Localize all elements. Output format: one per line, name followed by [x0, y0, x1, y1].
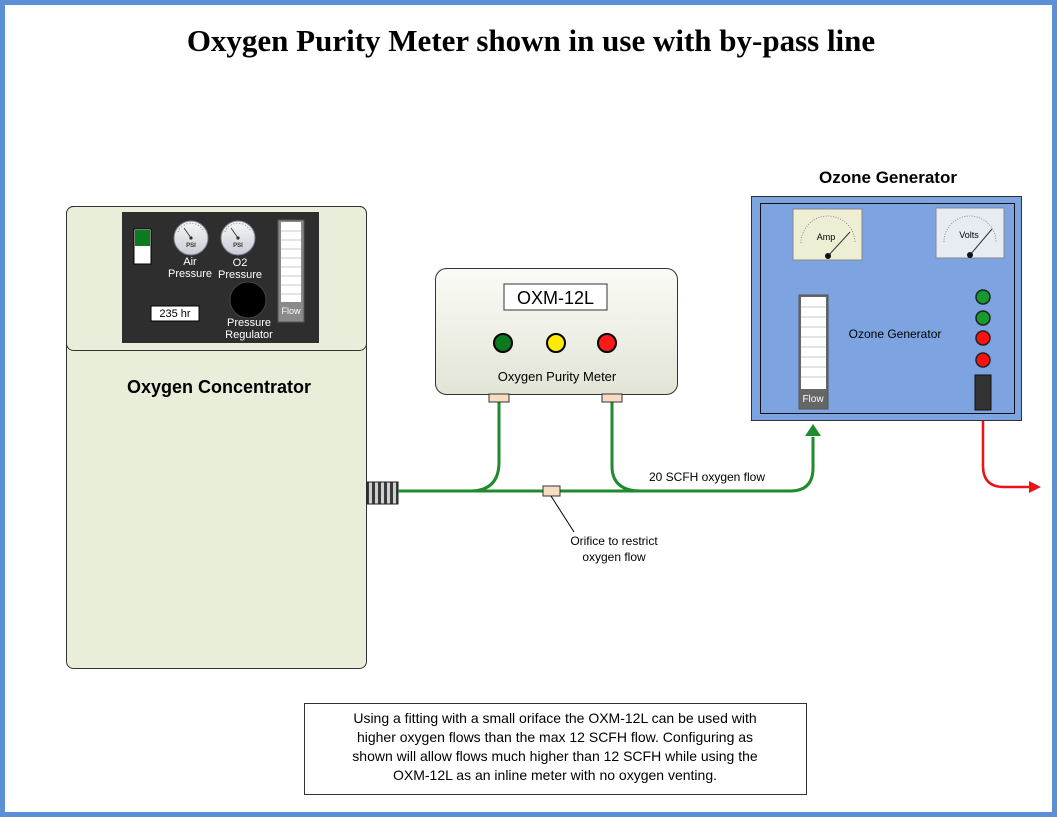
concentrator-flowmeter: Flow [277, 219, 305, 323]
meter-label: Oxygen Purity Meter [498, 369, 617, 384]
ozone-inner-label: Ozone Generator [849, 327, 942, 341]
meter-body [435, 268, 678, 395]
orifice-callout-line [550, 495, 575, 533]
ozone-output-arrow [1029, 481, 1041, 493]
ozone-leds [975, 289, 991, 368]
ozone-generator: Ozone Generator Amp Volts [751, 168, 1022, 421]
air-gauge-unit: PSI [186, 243, 196, 249]
o2-pressure-label-1: O2 [233, 257, 248, 269]
flow-rate-label: 20 SCFH oxygen flow [649, 470, 765, 484]
ozone-flow-label: Flow [802, 394, 824, 405]
meter-outlet-port [601, 393, 623, 403]
hour-meter-value: 235 hr [159, 308, 191, 320]
meter-led-1 [493, 333, 513, 353]
air-pressure-label-1: Air [183, 256, 197, 268]
meter-led-2 [546, 333, 566, 353]
ozone-led-3 [975, 330, 991, 346]
volts-label: Volts [959, 230, 979, 240]
air-pressure-label-2: Pressure [168, 268, 212, 280]
note-box: Using a fitting with a small oriface the… [304, 703, 807, 795]
oxygen-outlet-fitting [366, 481, 399, 505]
ozone-led-4 [975, 352, 991, 368]
oxygen-concentrator: Oxygen Concentrator PSI Air Pressure PSI… [66, 206, 399, 669]
ozone-output-line [981, 421, 1030, 489]
ozone-inlet-arrow [805, 424, 821, 436]
volt-meter: Volts [935, 207, 1005, 259]
hour-meter [150, 305, 200, 322]
amp-label: Amp [817, 232, 836, 242]
meter-outlet-line [610, 402, 642, 493]
air-pressure-gauge: PSI [173, 220, 209, 256]
pressure-regulator-knob[interactable] [229, 281, 267, 319]
o2-gauge-unit: PSI [233, 243, 243, 249]
orifice-fitting [542, 485, 561, 497]
ozone-led-1 [975, 289, 991, 305]
note-line-2: higher oxygen flows than the max 12 SCFH… [357, 729, 753, 745]
ozone-generator-header: Ozone Generator [819, 168, 957, 187]
meter-leds [493, 333, 617, 353]
meter-inlet-port [488, 393, 510, 403]
o2-pressure-gauge: PSI [220, 220, 256, 256]
concentrator-label: Oxygen Concentrator [127, 377, 311, 397]
ozone-led-2 [975, 310, 991, 326]
note-line-1: Using a fitting with a small oriface the… [353, 710, 756, 726]
note-line-4: OXM-12L as an inline meter with no oxyge… [393, 767, 717, 783]
ozone-flowmeter: Flow [798, 294, 829, 410]
meter-inlet-line [469, 402, 501, 493]
oxygen-lines [398, 402, 815, 493]
o2-pressure-label-2: Pressure [218, 269, 262, 281]
concentrator-flow-label: Flow [281, 306, 301, 316]
note-line-3: shown will allow flows much higher than … [352, 748, 758, 764]
meter-model-box [503, 283, 608, 311]
amp-meter: Amp [792, 208, 863, 261]
regulator-label-2: Regulator [225, 329, 273, 341]
meter-led-3 [597, 333, 617, 353]
regulator-label-1: Pressure [227, 317, 271, 329]
meter-model: OXM-12L [517, 288, 594, 308]
orifice-label-2: oxygen flow [582, 550, 646, 564]
orifice-label-1: Orifice to restrict [570, 534, 658, 548]
oxygen-purity-meter: OXM-12L Oxygen Purity Meter [435, 268, 678, 403]
ozone-power-switch[interactable] [974, 374, 992, 411]
power-switch[interactable] [133, 228, 152, 265]
page-title: Oxygen Purity Meter shown in use with by… [187, 23, 875, 58]
main-oxygen-line [398, 437, 815, 493]
